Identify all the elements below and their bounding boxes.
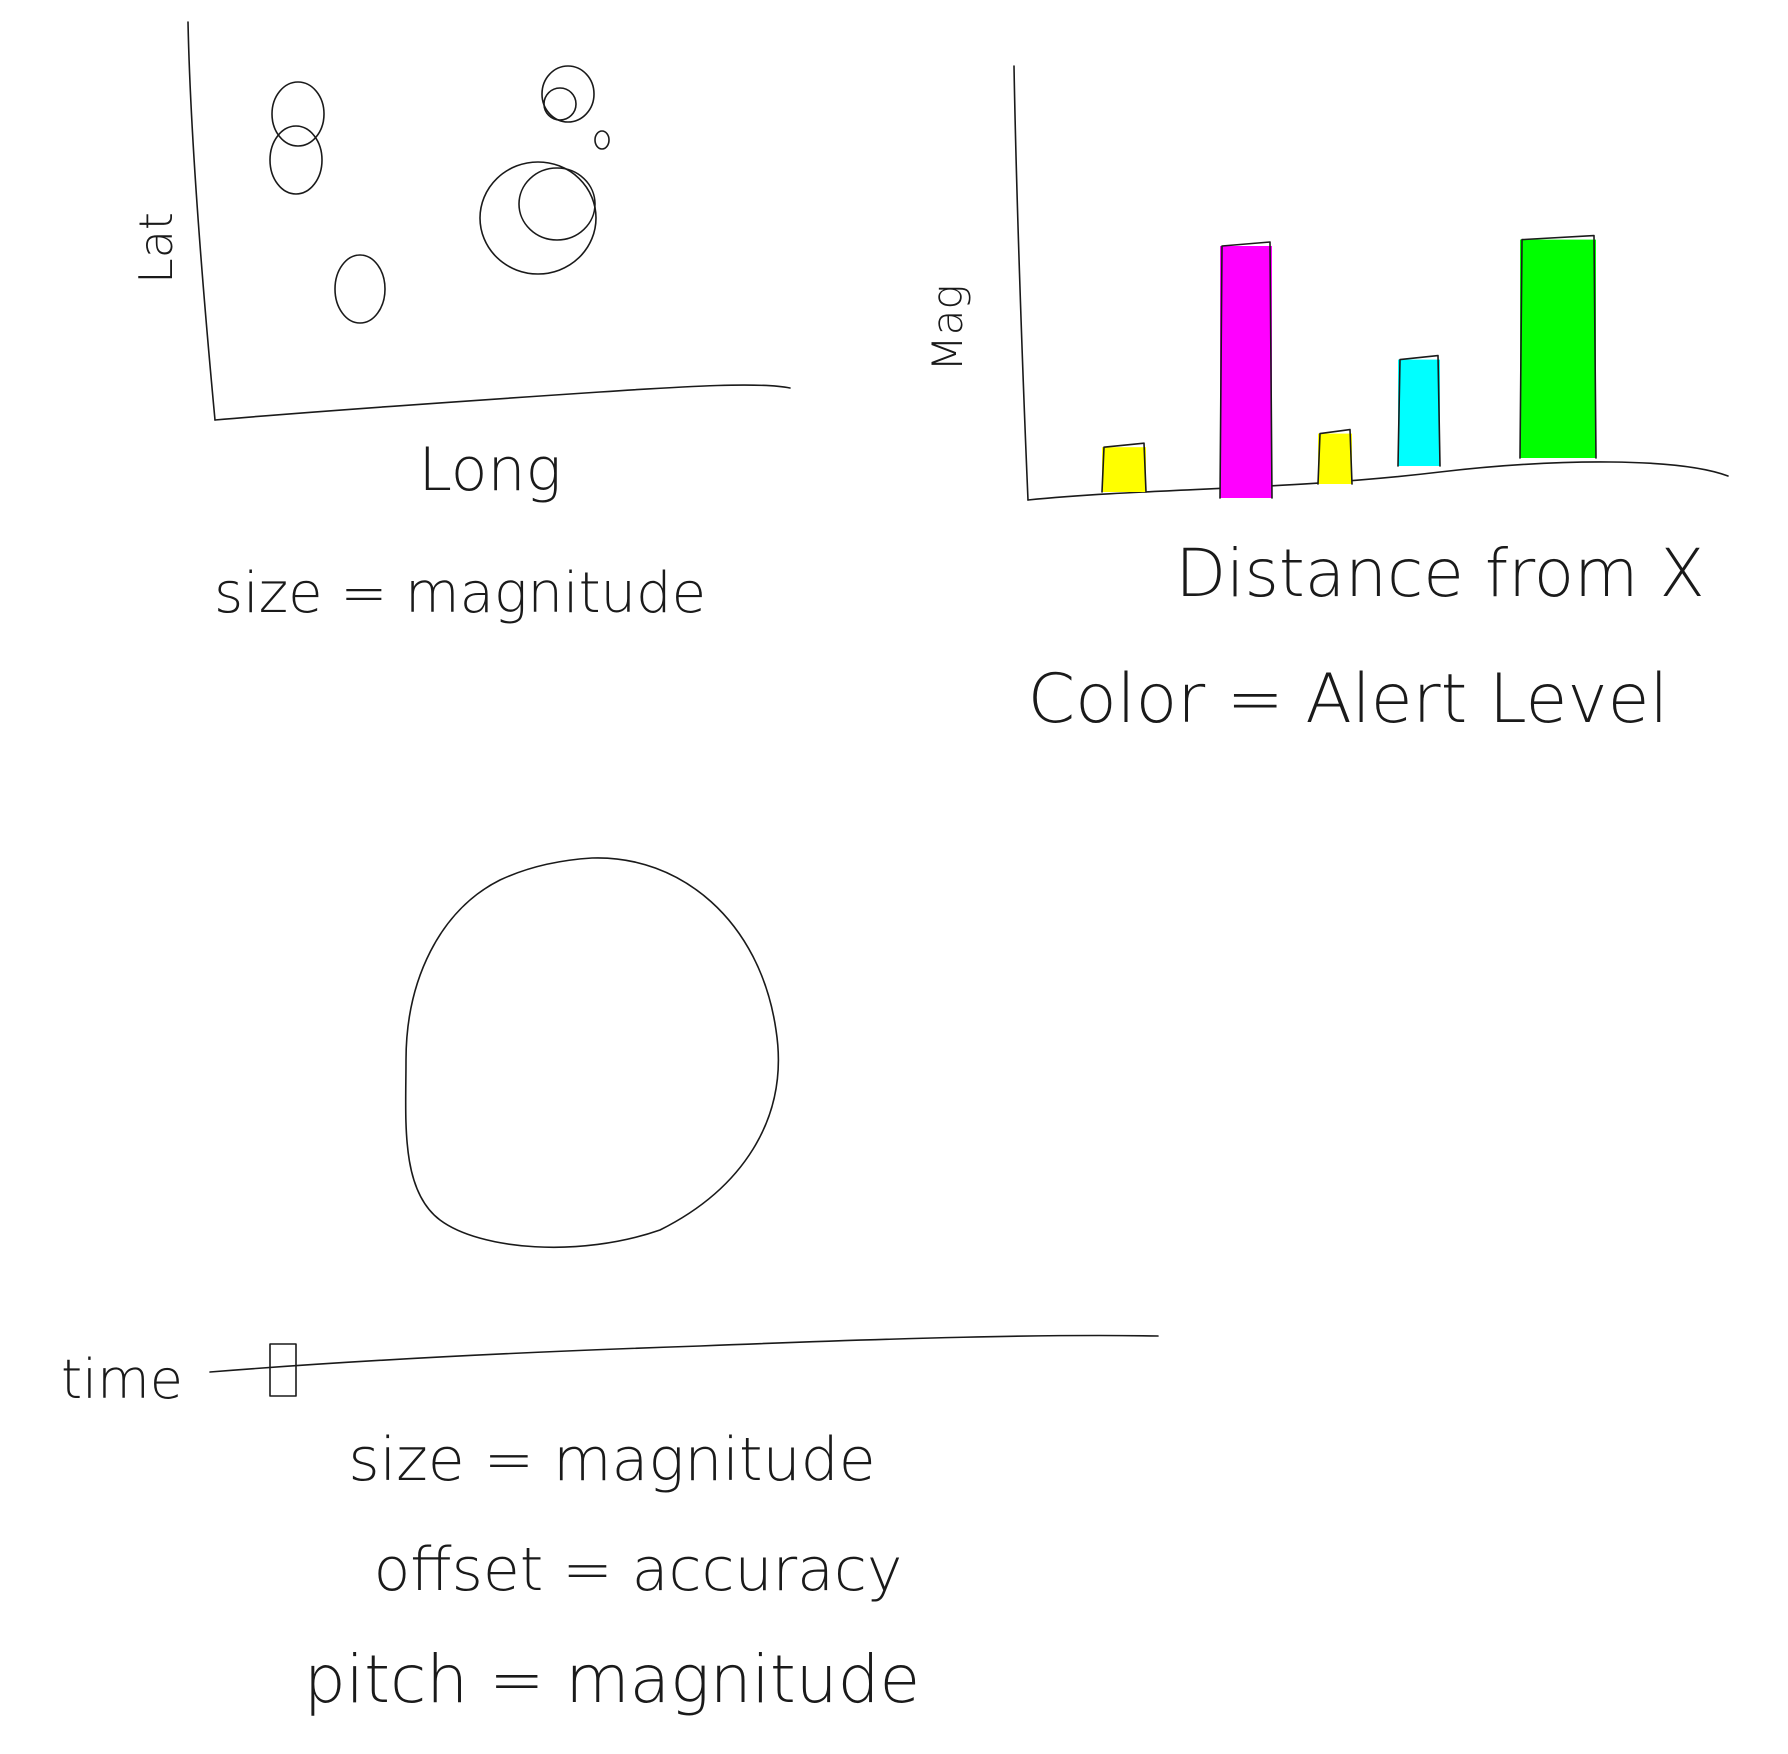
bar-group — [1101, 234, 1597, 499]
scatter-x-label: Long — [418, 435, 561, 505]
scatter-point — [271, 81, 325, 147]
scatter-point — [269, 125, 323, 195]
time-axis — [209, 1334, 1159, 1373]
bar-y-axis — [1013, 65, 1029, 501]
bar-outline — [1519, 234, 1597, 459]
animation-note: offset = accuracy — [374, 1535, 903, 1605]
scatter-point — [334, 254, 386, 324]
scatter-point — [518, 167, 596, 241]
bar-x-axis — [1027, 461, 1729, 501]
scatter-point — [543, 87, 577, 121]
bar — [1102, 447, 1146, 492]
bar-outline — [1101, 442, 1147, 493]
time-slider-handle[interactable] — [269, 1343, 297, 1397]
bar-outline — [1397, 354, 1441, 467]
animation-note: pitch = magnitude — [304, 1641, 920, 1718]
scatter-point — [541, 65, 595, 123]
scatter-x-axis — [214, 384, 791, 421]
scatter-sketch: Lat Long size = magnitude — [129, 21, 791, 626]
scatter-y-axis — [187, 21, 216, 421]
time-label: time — [61, 1348, 183, 1411]
bar — [1318, 433, 1352, 484]
magnitude-circle — [404, 857, 780, 1249]
bar-y-label: Mag — [923, 284, 972, 371]
scatter-point — [594, 130, 610, 150]
bar-sketch: Mag Distance from X Color = Alert Level — [923, 65, 1729, 739]
scatter-encoding-note: size = magnitude — [214, 561, 706, 626]
animation-note: size = magnitude — [348, 1425, 875, 1495]
animation-sketch: time size = magnitude offset = accuracy … — [61, 857, 1159, 1718]
bar-outline — [1317, 428, 1353, 485]
bar — [1520, 239, 1596, 458]
bar-x-label: Distance from X — [1175, 535, 1704, 612]
bar-outline — [1219, 241, 1273, 499]
bar — [1220, 246, 1272, 498]
bar — [1398, 359, 1440, 466]
scatter-point — [479, 161, 597, 275]
scatter-y-label: Lat — [129, 212, 183, 284]
bar-encoding-note: Color = Alert Level — [1028, 660, 1669, 739]
